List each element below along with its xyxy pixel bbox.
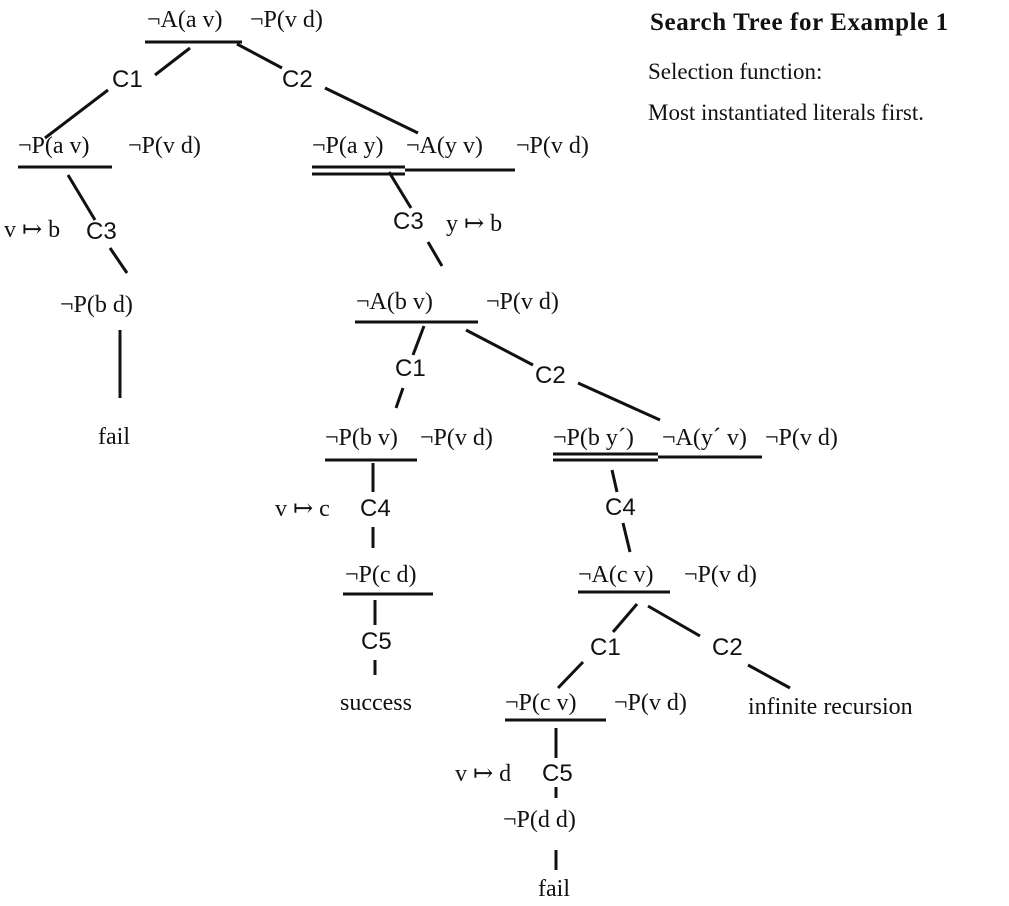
node-n2-literal-1: ¬P(a y) — [312, 133, 384, 159]
node-n9-literal-2: ¬P(v d) — [614, 690, 687, 716]
edge-root-n1-lower — [44, 88, 109, 140]
outcome-success: success — [340, 690, 412, 716]
node-n4-literal-2: ¬P(v d) — [486, 289, 559, 315]
substitution-n1-n3: v ↦ b — [4, 217, 61, 243]
node-n7: ¬P(c d) — [345, 562, 417, 588]
node-n6-literal-3: ¬P(v d) — [765, 425, 838, 451]
node-n6-literal-2: ¬A(y´ v) — [662, 425, 747, 451]
substitution-n5-n7: v ↦ c — [275, 496, 330, 522]
edge-label-n1-n3: C3 — [86, 218, 117, 245]
node-n2-literal-3: ¬P(v d) — [516, 133, 589, 159]
edge-n8-n9-upper — [611, 603, 639, 633]
node-n10: ¬P(d d) — [503, 807, 576, 833]
node-n6-literal-1: ¬P(b y´) — [553, 425, 634, 451]
node-root-literal-2: ¬P(v d) — [250, 7, 323, 33]
edge-n4-n6-upper — [465, 328, 534, 367]
edge-label-n4-n5: C1 — [395, 355, 426, 382]
node-n4-literal-1: ¬A(b v) — [356, 289, 433, 315]
edge-label-root-n1: C1 — [112, 66, 143, 93]
edge-n6-n8-upper — [610, 469, 619, 493]
edge-label-n8-n9: C1 — [590, 634, 621, 661]
outcome-fail-bottom: fail — [538, 876, 570, 902]
edge-label-n4-n6: C2 — [535, 362, 566, 389]
edge-label-n5-n7: C4 — [360, 495, 391, 522]
substitution-n9-n10: v ↦ d — [455, 761, 512, 787]
edge-n2-n4-upper — [387, 171, 413, 209]
outcome-fail-left: fail — [98, 424, 130, 450]
edge-n8-recursion-lower — [747, 663, 791, 690]
caption-line-1: Selection function: — [648, 59, 823, 84]
edge-root-n2-upper — [236, 42, 283, 70]
node-n8-literal-2: ¬P(v d) — [684, 562, 757, 588]
node-n1-literal-2: ¬P(v d) — [128, 133, 201, 159]
edge-n8-recursion-upper — [647, 604, 701, 638]
edge-label-root-n2: C2 — [282, 66, 313, 93]
edge-root-n1-upper — [154, 46, 191, 77]
node-n2-literal-2: ¬A(y v) — [406, 133, 483, 159]
edge-root-n2-lower — [324, 86, 419, 135]
outcome-infinite-recursion: infinite recursion — [748, 694, 913, 720]
edge-n4-n5-upper — [411, 325, 426, 356]
node-n3: ¬P(b d) — [60, 292, 133, 318]
edge-n6-n8-lower — [621, 522, 632, 553]
node-n5-literal-1: ¬P(b v) — [325, 425, 398, 451]
edge-n8-n9-lower — [556, 660, 585, 690]
edge-label-n6-n8: C4 — [605, 494, 636, 521]
edge-label-n7-success: C5 — [361, 628, 392, 655]
edge-n1-n3-lower — [108, 247, 129, 274]
node-n5-literal-2: ¬P(v d) — [420, 425, 493, 451]
edge-label-n8-recursion: C2 — [712, 634, 743, 661]
node-n1-literal-1: ¬P(a v) — [18, 133, 90, 159]
edge-n2-n4-lower — [426, 241, 444, 267]
node-n9-literal-1: ¬P(c v) — [505, 690, 577, 716]
edge-n4-n5-lower — [394, 387, 405, 409]
node-n8-literal-1: ¬A(c v) — [578, 562, 654, 588]
edge-n4-n6-lower — [577, 381, 661, 422]
caption-line-2: Most instantiated literals first. — [648, 100, 924, 125]
edge-n1-n3-upper — [66, 174, 97, 221]
node-root-literal-1: ¬A(a v) — [147, 7, 223, 33]
edge-label-n2-n4: C3 — [393, 208, 424, 235]
diagram-title: Search Tree for Example 1 — [650, 9, 949, 36]
substitution-n2-n4: y ↦ b — [446, 211, 503, 237]
edge-label-n9-n10: C5 — [542, 760, 573, 787]
